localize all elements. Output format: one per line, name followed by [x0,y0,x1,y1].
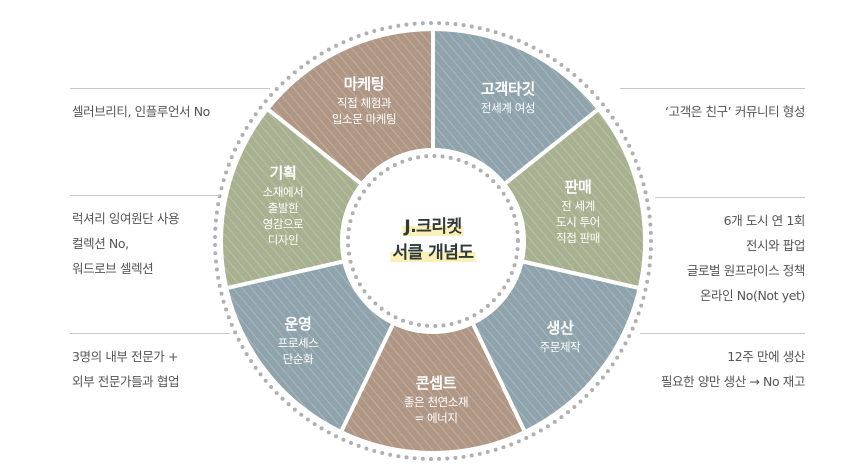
center-title-line1: J.크리켓 [402,216,464,238]
note-line: 외부 전문가들과 협업 [72,374,180,389]
segment-desc: 주문제작 [539,340,581,354]
segment-label-planning: 기획 소재에서 출발한 영감으로 디자인 [263,162,304,248]
segment-label-production: 생산 주문제작 [540,317,581,355]
note-line: 12주 만에 생산 [727,349,805,364]
note-line: 전시와 팝업 [745,238,805,253]
center-disc [340,148,526,334]
note-rule-planning [70,195,220,196]
segment-desc: 프로세스 [277,336,319,350]
segment-title: 마케팅 [343,75,385,93]
wheel-segments [222,31,644,451]
segment-hatch [473,261,638,431]
segment-label-concept: 콘셉트 좋은 천연소재 = 에너지 [403,372,469,426]
segment-hatch [228,261,393,431]
segment-desc: 단순화 [282,352,314,366]
note-rule-production [640,333,805,334]
segment-desc: 입소문 마케팅 [331,112,397,126]
note-line: 컬렉션 No, [72,236,129,251]
note-production: 12주 만에 생산 필요한 양만 생산 → No 재고 [661,344,805,394]
segment-desc: 영감으로 [262,217,304,231]
segment-desc: 직접 체험과 [336,96,392,110]
note-line: 셀러브리티, 인플루언서 No [72,104,210,119]
note-rule-sales [655,197,805,198]
note-rule-marketing [70,88,270,89]
segment-title: 기획 [269,164,297,182]
note-line: 워드로브 셀렉션 [72,261,154,276]
segment-hatch [505,110,644,288]
segment-hatch [268,31,433,184]
note-line: ‘고객은 친구’ 커뮤니티 형성 [665,104,805,119]
note-rule-target [620,88,805,89]
segment-desc: 디자인 [267,233,299,247]
segment-divider [470,322,527,433]
center-title-line2: 서클 개념도 [390,242,476,264]
segment-desc: 도시 투어 [556,215,600,229]
note-marketing: 셀러브리티, 인플루언서 No [72,99,210,124]
segment-title: 콘셉트 [415,374,457,392]
segment-desc: 소재에서 [262,185,304,199]
note-target: ‘고객은 친구’ 커뮤니티 형성 [665,99,805,124]
segment-title: 생산 [546,319,574,337]
note-line: 3명의 내부 전문가 + [72,349,179,364]
center-title: J.크리켓 서클 개념도 [390,214,476,266]
note-line: 글로벌 원프라이스 정책 [686,263,806,278]
segment-divider [225,259,345,291]
inner-dotted-ring [346,154,520,328]
note-operation: 3명의 내부 전문가 + 외부 전문가들과 협업 [72,344,179,394]
segment-hatch [222,110,361,288]
segment-desc: 전세계 여성 [480,101,536,115]
segment-hatch [341,324,525,451]
segment-divider [502,107,600,186]
segment-divider [266,107,364,186]
note-rule-operation [70,333,230,334]
segment-desc: 출발한 [267,201,299,215]
segment-desc: 전 세계 [561,199,595,213]
note-line: 필요한 양만 생산 → No 재고 [660,374,805,389]
segment-label-sales: 판매 전 세계 도시 투어 직접 판매 [556,176,600,246]
note-planning: 럭셔리 잉여원단 사용 컬렉션 No, 워드로브 셀렉션 [72,206,179,281]
segment-label-marketing: 마케팅 직접 체험과 입소문 마케팅 [331,73,397,127]
segment-divider [339,322,396,433]
segment-divider [521,259,641,291]
outer-dotted-ring [213,21,653,461]
note-line: 럭셔리 잉여원단 사용 [72,211,180,226]
segment-dividers [225,29,641,433]
note-line: 온라인 No(Not yet) [699,288,805,303]
segment-title: 고객타깃 [480,80,535,98]
note-line: 6개 도시 연 1회 [723,213,806,228]
segment-desc: = 에너지 [414,411,458,425]
segment-label-target: 고객타깃 전세계 여성 [480,78,536,116]
segment-label-operation: 운영 프로세스 단순화 [278,313,319,367]
segment-desc: 좋은 천연소재 [403,395,469,409]
segment-desc: 직접 판매 [556,231,600,245]
segment-title: 판매 [564,178,592,196]
note-sales: 6개 도시 연 1회 전시와 팝업 글로벌 원프라이스 정책 온라인 No(No… [686,208,806,308]
segment-title: 운영 [284,315,312,333]
segment-hatch [433,31,598,184]
